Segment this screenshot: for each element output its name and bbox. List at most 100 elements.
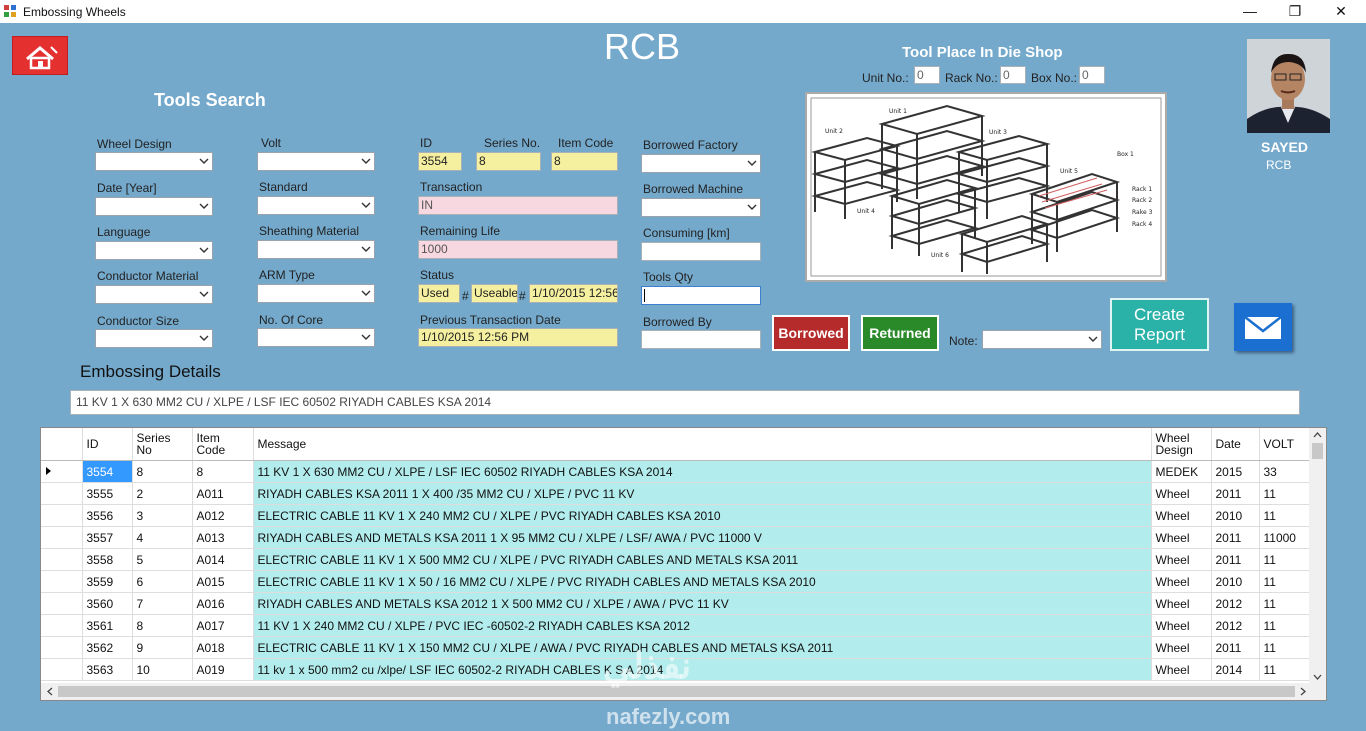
cell-date[interactable]: 2010 bbox=[1211, 504, 1260, 527]
close-button[interactable]: ✕ bbox=[1335, 3, 1347, 19]
borrowed-factory-select[interactable] bbox=[641, 154, 761, 173]
cell-series-no[interactable]: 6 bbox=[132, 570, 193, 593]
horizontal-scroll-thumb[interactable] bbox=[58, 686, 1295, 697]
arm-type-select[interactable] bbox=[257, 284, 375, 303]
cell-message[interactable]: ELECTRIC CABLE 11 KV 1 X 150 MM2 CU / XL… bbox=[253, 636, 1152, 659]
cell-id[interactable]: 3558 bbox=[82, 548, 133, 571]
wheel-design-select[interactable] bbox=[95, 152, 213, 171]
column-header-message[interactable]: Message bbox=[253, 428, 1152, 461]
box-no-field[interactable]: 0 bbox=[1079, 66, 1105, 84]
cell-item-code[interactable]: A017 bbox=[192, 614, 254, 637]
volt-select[interactable] bbox=[257, 152, 375, 171]
unit-no-field[interactable]: 0 bbox=[914, 66, 940, 84]
cell-wheel-design[interactable]: Wheel bbox=[1151, 548, 1212, 571]
column-header-series-no[interactable]: Series No bbox=[132, 428, 193, 461]
item-code-field[interactable]: 8 bbox=[551, 152, 618, 171]
cell-volt[interactable]: 33 bbox=[1259, 460, 1312, 483]
cell-item-code[interactable]: A014 bbox=[192, 548, 254, 571]
cell-message[interactable]: 11 KV 1 X 630 MM2 CU / XLPE / LSF IEC 60… bbox=[253, 460, 1152, 483]
cell-message[interactable]: RIYADH CABLES AND METALS KSA 2011 1 X 95… bbox=[253, 526, 1152, 549]
cell-series-no[interactable]: 10 bbox=[132, 658, 193, 681]
cell-wheel-design[interactable]: Wheel bbox=[1151, 614, 1212, 637]
cell-date[interactable]: 2010 bbox=[1211, 570, 1260, 593]
create-report-button[interactable]: Create Report bbox=[1110, 298, 1209, 351]
cell-message[interactable]: 11 KV 1 X 240 MM2 CU / XLPE / PVC IEC -6… bbox=[253, 614, 1152, 637]
cell-id[interactable]: 3554 bbox=[82, 460, 133, 483]
id-field[interactable]: 3554 bbox=[418, 152, 462, 171]
cell-volt[interactable]: 11 bbox=[1259, 592, 1312, 615]
sheathing-material-select[interactable] bbox=[257, 240, 375, 259]
cell-item-code[interactable]: A016 bbox=[192, 592, 254, 615]
column-header-wheel-design[interactable]: Wheel Design bbox=[1151, 428, 1212, 461]
borrowed-by-field[interactable] bbox=[641, 330, 761, 349]
cell-message[interactable]: ELECTRIC CABLE 11 KV 1 X 50 / 16 MM2 CU … bbox=[253, 570, 1152, 593]
tools-qty-field[interactable] bbox=[641, 286, 761, 305]
cell-message[interactable]: ELECTRIC CABLE 11 KV 1 X 240 MM2 CU / XL… bbox=[253, 504, 1152, 527]
cell-wheel-design[interactable]: MEDEK bbox=[1151, 460, 1212, 483]
cell-date[interactable]: 2012 bbox=[1211, 614, 1260, 637]
embossing-details-field[interactable]: 11 KV 1 X 630 MM2 CU / XLPE / LSF IEC 60… bbox=[70, 390, 1300, 415]
cell-item-code[interactable]: A013 bbox=[192, 526, 254, 549]
cell-series-no[interactable]: 7 bbox=[132, 592, 193, 615]
cell-id[interactable]: 3560 bbox=[82, 592, 133, 615]
cell-volt[interactable]: 11 bbox=[1259, 658, 1312, 681]
cell-volt[interactable]: 11000 bbox=[1259, 526, 1312, 549]
series-no-field[interactable]: 8 bbox=[476, 152, 541, 171]
vertical-scroll-thumb[interactable] bbox=[1312, 443, 1323, 459]
note-select[interactable] bbox=[982, 330, 1102, 349]
horizontal-scrollbar[interactable] bbox=[41, 683, 1326, 700]
cell-series-no[interactable]: 2 bbox=[132, 482, 193, 505]
home-button[interactable] bbox=[12, 36, 68, 75]
cell-volt[interactable]: 11 bbox=[1259, 504, 1312, 527]
row-header[interactable] bbox=[41, 658, 83, 681]
row-header[interactable] bbox=[41, 548, 83, 571]
date-year-select[interactable] bbox=[95, 197, 213, 216]
cell-date[interactable]: 2012 bbox=[1211, 592, 1260, 615]
cell-wheel-design[interactable]: Wheel bbox=[1151, 592, 1212, 615]
cell-date[interactable]: 2011 bbox=[1211, 482, 1260, 505]
cell-id[interactable]: 3563 bbox=[82, 658, 133, 681]
cell-series-no[interactable]: 8 bbox=[132, 614, 193, 637]
cell-id[interactable]: 3556 bbox=[82, 504, 133, 527]
cell-volt[interactable]: 11 bbox=[1259, 482, 1312, 505]
email-button[interactable] bbox=[1234, 303, 1292, 351]
returned-button[interactable]: Returned bbox=[861, 315, 939, 351]
cell-series-no[interactable]: 4 bbox=[132, 526, 193, 549]
row-header[interactable] bbox=[41, 592, 83, 615]
status-date-field[interactable]: 1/10/2015 12:56 bbox=[529, 284, 618, 303]
borrowed-button[interactable]: Borrowed bbox=[772, 315, 850, 351]
cell-id[interactable]: 3555 bbox=[82, 482, 133, 505]
vertical-scrollbar[interactable] bbox=[1309, 428, 1326, 684]
cell-id[interactable]: 3557 bbox=[82, 526, 133, 549]
cell-series-no[interactable]: 5 bbox=[132, 548, 193, 571]
cell-date[interactable]: 2011 bbox=[1211, 636, 1260, 659]
tools-data-grid[interactable]: ID Series No Item Code Message Wheel Des… bbox=[40, 427, 1327, 701]
cell-date[interactable]: 2011 bbox=[1211, 526, 1260, 549]
cell-id[interactable]: 3562 bbox=[82, 636, 133, 659]
cell-item-code[interactable]: A018 bbox=[192, 636, 254, 659]
cell-volt[interactable]: 11 bbox=[1259, 636, 1312, 659]
row-header[interactable] bbox=[41, 460, 83, 483]
status-useable-field[interactable]: Useable bbox=[471, 284, 518, 303]
rack-no-field[interactable]: 0 bbox=[1000, 66, 1026, 84]
minimize-button[interactable]: — bbox=[1243, 3, 1257, 19]
cell-series-no[interactable]: 3 bbox=[132, 504, 193, 527]
cell-date[interactable]: 2014 bbox=[1211, 658, 1260, 681]
cell-id[interactable]: 3561 bbox=[82, 614, 133, 637]
cell-wheel-design[interactable]: Wheel bbox=[1151, 482, 1212, 505]
cell-wheel-design[interactable]: Wheel bbox=[1151, 658, 1212, 681]
row-header[interactable] bbox=[41, 636, 83, 659]
row-header[interactable] bbox=[41, 614, 83, 637]
previous-transaction-date-field[interactable]: 1/10/2015 12:56 PM bbox=[418, 328, 618, 347]
cell-wheel-design[interactable]: Wheel bbox=[1151, 636, 1212, 659]
borrowed-machine-select[interactable] bbox=[641, 198, 761, 217]
